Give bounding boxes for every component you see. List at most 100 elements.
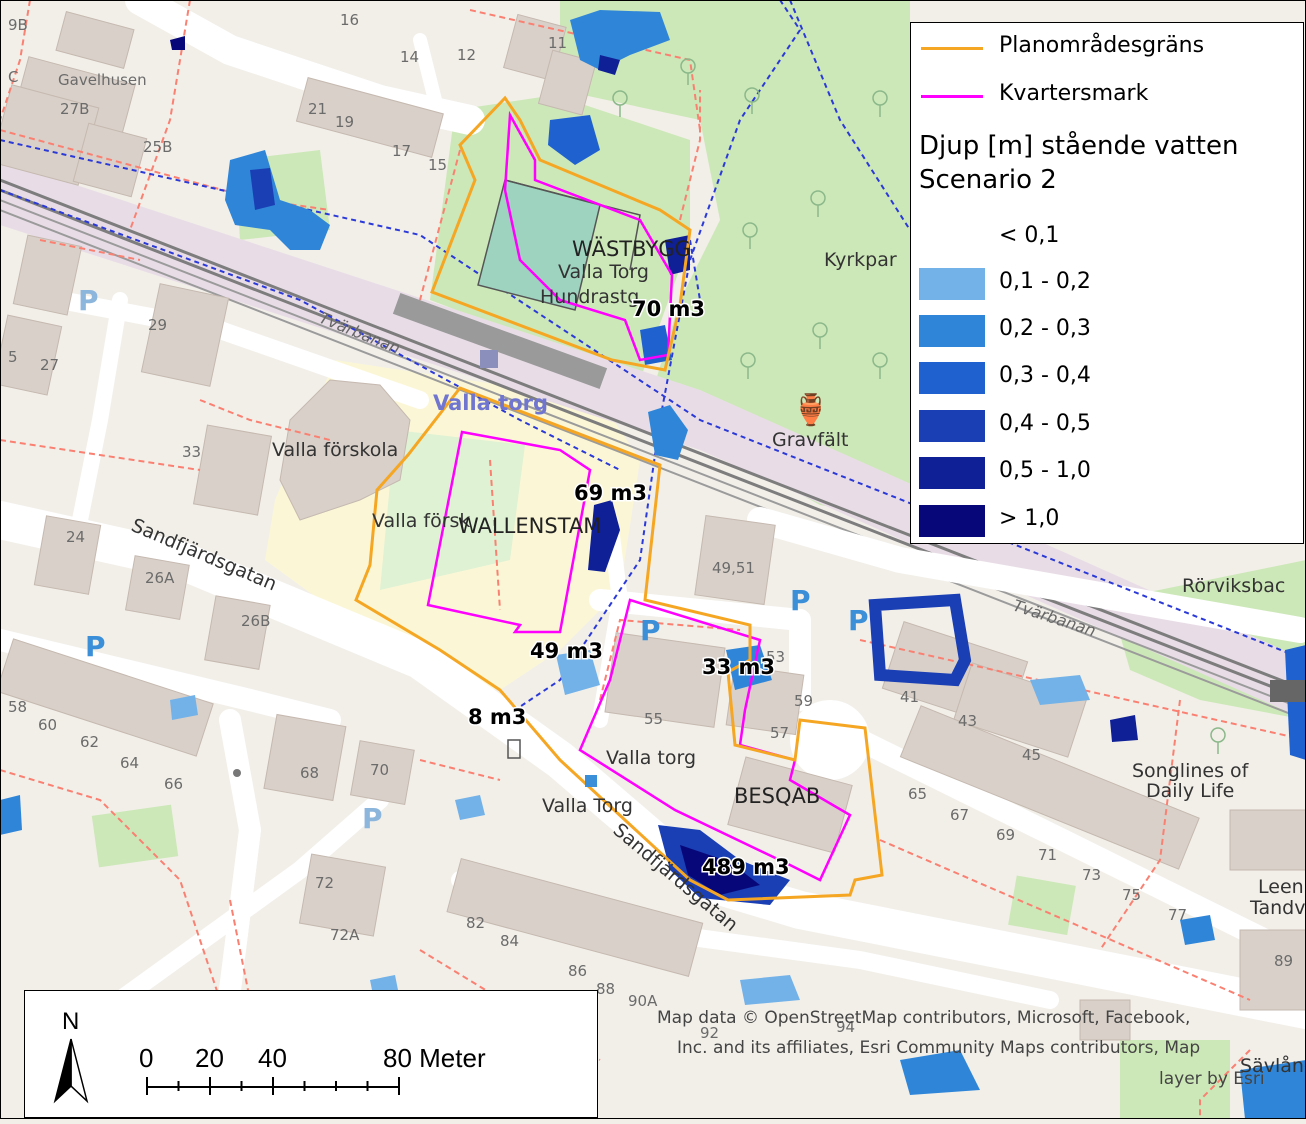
volume-label: 33 m3: [702, 655, 775, 679]
road: [111, 791, 389, 1009]
road: [72, 292, 128, 528]
volume-label: 69 m3: [574, 481, 647, 505]
legend-class-swatch: [919, 268, 985, 300]
legend-class-label: < 0,1: [999, 223, 1060, 248]
legend-class-label: > 1,0: [999, 506, 1060, 531]
place-label: Hundrastg: [540, 286, 639, 308]
legend-class-label: 0,5 - 1,0: [999, 458, 1091, 483]
svg-text:26B: 26B: [241, 612, 270, 630]
legend-class-swatch: [919, 505, 985, 537]
site-label-besqab: BESQAB: [734, 784, 820, 808]
svg-text:21: 21: [308, 100, 327, 118]
north-label: N: [62, 1008, 79, 1035]
svg-text:72: 72: [315, 874, 334, 892]
legend-class-swatch: [919, 362, 985, 394]
parking-icon: P: [790, 584, 811, 617]
svg-text:92: 92: [700, 1024, 719, 1042]
svg-text:66: 66: [164, 775, 183, 793]
legend-class-label: 0,2 - 0,3: [999, 316, 1091, 341]
scale-tick-label: 20: [195, 1043, 224, 1073]
svg-text:69: 69: [996, 826, 1015, 844]
svg-text:68: 68: [300, 764, 319, 782]
svg-text:16: 16: [340, 11, 359, 29]
svg-text:17: 17: [392, 142, 411, 160]
parking-icon: P: [85, 630, 106, 663]
park-area: [560, 0, 910, 520]
svg-text:29: 29: [148, 316, 167, 334]
scale-tick-label: 80 Meter: [383, 1043, 486, 1073]
parking-icon: P: [640, 614, 661, 647]
legend-class-label: 0,1 - 0,2: [999, 269, 1091, 294]
svg-text:82: 82: [466, 914, 485, 932]
legend-item-label: Planområdesgräns: [999, 33, 1205, 58]
site-label-wallenstam: WALLENSTAM: [458, 514, 601, 538]
svg-text:53: 53: [766, 648, 785, 666]
block-boundary: [503, 110, 674, 362]
svg-text:73: 73: [1082, 866, 1101, 884]
block-boundary: [578, 598, 852, 882]
legend-line-swatch: [921, 47, 983, 50]
svg-text:57: 57: [770, 724, 789, 742]
svg-text:90A: 90A: [628, 992, 658, 1010]
station-label: Valla torg: [433, 391, 548, 415]
place-label: Rörviksbac: [1182, 575, 1285, 597]
svg-text:49,51: 49,51: [712, 559, 755, 577]
legend-class-swatch: [919, 410, 985, 442]
place-label: Leen: [1258, 876, 1304, 898]
legend-class-label: 0,4 - 0,5: [999, 411, 1091, 436]
legend-class-label: 0,3 - 0,4: [999, 363, 1091, 388]
plan-boundary: [430, 95, 692, 372]
volume-labels: 70 m3 69 m3 49 m3 33 m3 8 m3 489 m3: [467, 296, 792, 881]
road: [849, 729, 1306, 971]
scale-tick-label: 40: [258, 1043, 287, 1073]
svg-text:26A: 26A: [145, 569, 175, 587]
attribution-line: Map data © OpenStreetMap contributors, M…: [657, 1008, 1190, 1028]
svg-text:65: 65: [908, 785, 927, 803]
flood-water-layer: [0, 10, 1306, 1119]
place-label: Daily Life: [1146, 780, 1234, 802]
legend-item-label: Kvartersmark: [999, 81, 1149, 106]
svg-text:19: 19: [335, 113, 354, 131]
svg-text:5: 5: [8, 348, 18, 366]
svg-text:64: 64: [120, 754, 139, 772]
place-label: Gravfält: [772, 429, 848, 451]
place-label: Gavelhusen: [58, 71, 147, 89]
scale-tick-label: 0: [139, 1043, 153, 1073]
svg-text:70: 70: [370, 761, 389, 779]
svg-text:55: 55: [644, 710, 663, 728]
volume-label: 49 m3: [530, 639, 603, 663]
svg-text:27: 27: [40, 356, 59, 374]
map-legend: Planområdesgräns Kvartersmark Djup [m] s…: [910, 22, 1304, 544]
svg-text:24: 24: [66, 528, 85, 546]
svg-text:15: 15: [428, 156, 447, 174]
place-label: Kyrkpar: [824, 249, 897, 271]
road: [747, 507, 1306, 643]
svg-text:62: 62: [80, 733, 99, 751]
svg-text:43: 43: [958, 712, 977, 730]
svg-text:C: C: [8, 68, 18, 86]
scale-bar-box: N 0 20 40 80 Meter: [24, 990, 598, 1118]
svg-text:9B: 9B: [8, 16, 28, 34]
road: [413, 33, 447, 127]
place-label: Tandv: [1249, 897, 1305, 919]
svg-text:71: 71: [1038, 846, 1057, 864]
svg-text:77: 77: [1168, 906, 1187, 924]
road: [0, 629, 341, 731]
svg-text:75: 75: [1122, 886, 1141, 904]
svg-text:67: 67: [950, 806, 969, 824]
svg-text:11: 11: [548, 34, 567, 52]
place-label: Valla Torg: [542, 795, 633, 817]
legend-class-swatch: [919, 457, 985, 489]
place-label: Valla försk: [372, 510, 470, 532]
volume-label: 489 m3: [702, 855, 790, 879]
plan-boundary: [354, 386, 884, 902]
legend-class-swatch: [919, 315, 985, 347]
place-label: Songlines of: [1132, 760, 1250, 782]
parking-icon: P: [362, 802, 383, 835]
attribution-line: layer by Esri: [1159, 1069, 1265, 1089]
svg-text:89: 89: [1274, 952, 1293, 970]
site-label-wastbygg: WÄSTBYGG: [572, 236, 691, 261]
svg-text:94: 94: [836, 1018, 855, 1036]
volume-label: 70 m3: [632, 297, 705, 321]
svg-text:59: 59: [794, 692, 813, 710]
